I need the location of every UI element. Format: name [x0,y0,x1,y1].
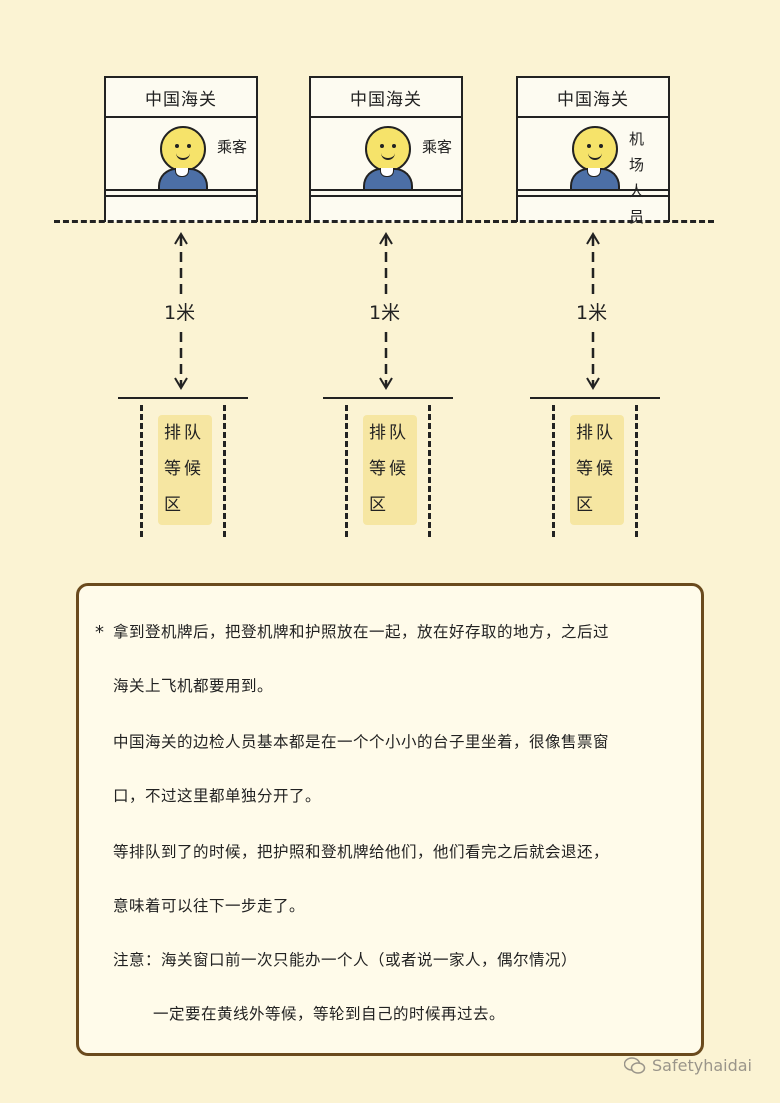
customs-booth-2: 中国海关 乘客 [309,76,463,222]
distance-label: 1米 [576,296,607,327]
note-box: * 拿到登机牌后，把登机牌和护照放在一起，放在好存取的地方，之后过 海关上飞机都… [76,583,704,1056]
star-bullet-icon: * [95,622,104,643]
distance-label: 1米 [369,296,400,327]
note-line: 海关上飞机都要用到。 [113,674,273,696]
queue-area-3: 排队 等候 区 [530,397,660,537]
queue-sign: 排队 等候 区 [158,415,212,525]
queue-area-2: 排队 等候 区 [323,397,453,537]
booth-counter [311,189,461,191]
note-line: 意味着可以往下一步走了。 [113,894,305,916]
person-label: 乘客 [217,134,247,160]
floor-dashed-line [54,220,714,223]
customs-booth-3: 中国海关 机场人员 [516,76,670,222]
officer-face-icon [365,126,411,172]
note-line: 等排队到了的时候，把护照和登机牌给他们，他们看完之后就会退还， [113,840,609,862]
note-line: 注意：海关窗口前一次只能办一个人（或者说一家人，偶尔情况） [113,948,577,970]
wechat-icon [624,1057,646,1075]
booth-title: 中国海关 [518,78,668,118]
booth-title: 中国海关 [106,78,256,118]
distance-label: 1米 [164,296,195,327]
watermark: Safetyhaidai [624,1056,752,1075]
queue-sign: 排队 等候 区 [570,415,624,525]
officer-face-icon [572,126,618,172]
person-label: 乘客 [422,134,452,160]
note-line: 一定要在黄线外等候，等轮到自己的时候再过去。 [153,1002,505,1024]
note-line: 中国海关的边检人员基本都是在一个个小小的台子里坐着，很像售票窗 [113,730,609,752]
note-line: 拿到登机牌后，把登机牌和护照放在一起，放在好存取的地方，之后过 [113,620,609,642]
queue-sign: 排队 等候 区 [363,415,417,525]
note-line: 口，不过这里都单独分开了。 [113,784,321,806]
customs-booth-1: 中国海关 乘客 [104,76,258,222]
queue-area-1: 排队 等候 区 [118,397,248,537]
booth-counter [518,189,668,191]
officer-face-icon [160,126,206,172]
booth-counter [106,189,256,191]
watermark-text: Safetyhaidai [652,1056,752,1075]
booth-title: 中国海关 [311,78,461,118]
person-label: 机场人员 [629,126,653,230]
